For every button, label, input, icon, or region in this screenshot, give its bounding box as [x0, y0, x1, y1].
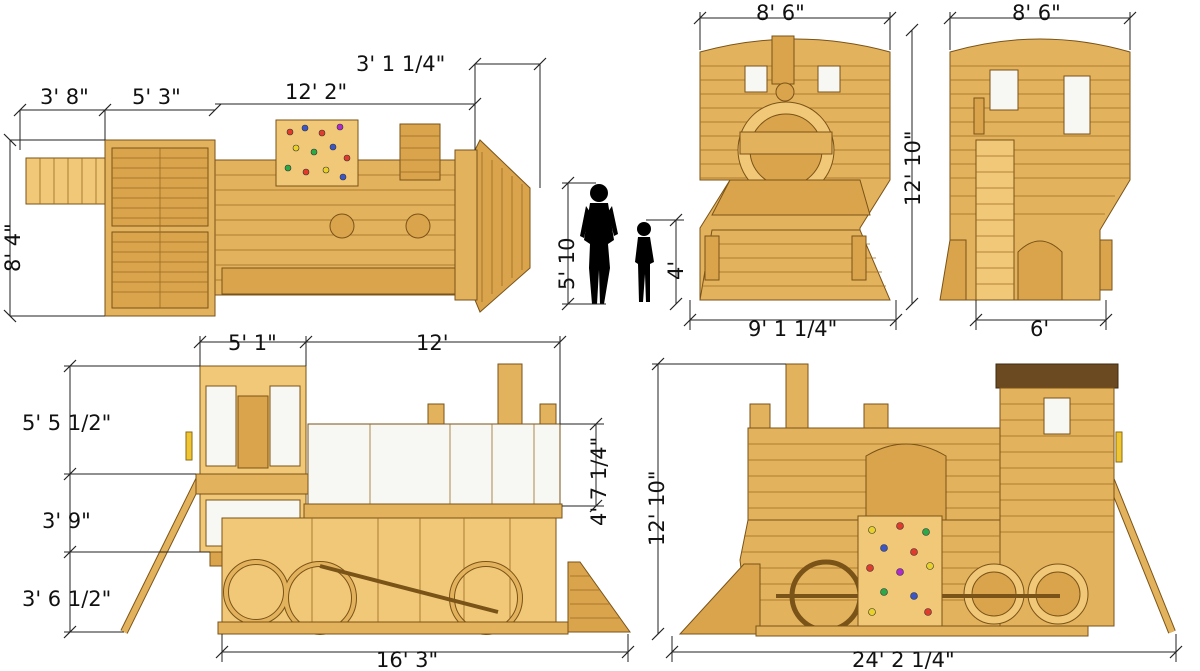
dim-mid-ext: 5' 3" [132, 85, 181, 109]
dim-body-width: 12' [416, 331, 449, 355]
side-right-view [678, 363, 1176, 637]
dim-right-height: 12' 10" [645, 470, 669, 546]
climbing-holds-side [866, 522, 934, 616]
dim-back-base-width: 6' [1030, 317, 1049, 341]
back-view [939, 38, 1131, 301]
front-view-dimensions [683, 11, 919, 330]
child-silhouette [635, 222, 654, 302]
dim-child-height: 4' [664, 261, 688, 280]
dim-front-base-width: 9' 1 1/4" [748, 317, 837, 341]
adult-silhouette [580, 184, 618, 304]
human-figures [580, 184, 654, 304]
dim-front-height: 12' 10" [901, 130, 925, 206]
dim-cab-width: 5' 1" [228, 331, 277, 355]
dim-mid-height: 3' 9" [42, 509, 91, 533]
dim-front-top-width: 8' 6" [756, 1, 805, 25]
side-right-dimensions [651, 357, 1183, 662]
figure-dimensions [561, 176, 684, 311]
dim-left-ext: 3' 8" [40, 85, 89, 109]
dim-length: 12' 2" [285, 80, 347, 104]
dim-adult-height: 5' 10 [555, 237, 579, 290]
top-view [25, 119, 531, 317]
dim-width: 8' 4" [1, 223, 25, 272]
dim-back-top-width: 8' 6" [1012, 1, 1061, 25]
dim-nose: 3' 1 1/4" [356, 52, 445, 76]
climbing-holds [284, 123, 351, 181]
dim-body-height: 4' 7 1/4" [587, 437, 611, 526]
dim-upper-height: 5' 5 1/2" [22, 411, 111, 435]
side-left-view [120, 363, 631, 635]
side-left-dimensions [63, 335, 635, 662]
front-view [699, 35, 891, 301]
dim-low-height: 3' 6 1/2" [22, 587, 111, 611]
dim-right-total-length: 24' 2 1/4" [852, 648, 955, 671]
dim-left-total-length: 16' 3" [376, 648, 438, 671]
back-view-dimensions [943, 11, 1137, 330]
top-view-dimensions [3, 57, 547, 323]
